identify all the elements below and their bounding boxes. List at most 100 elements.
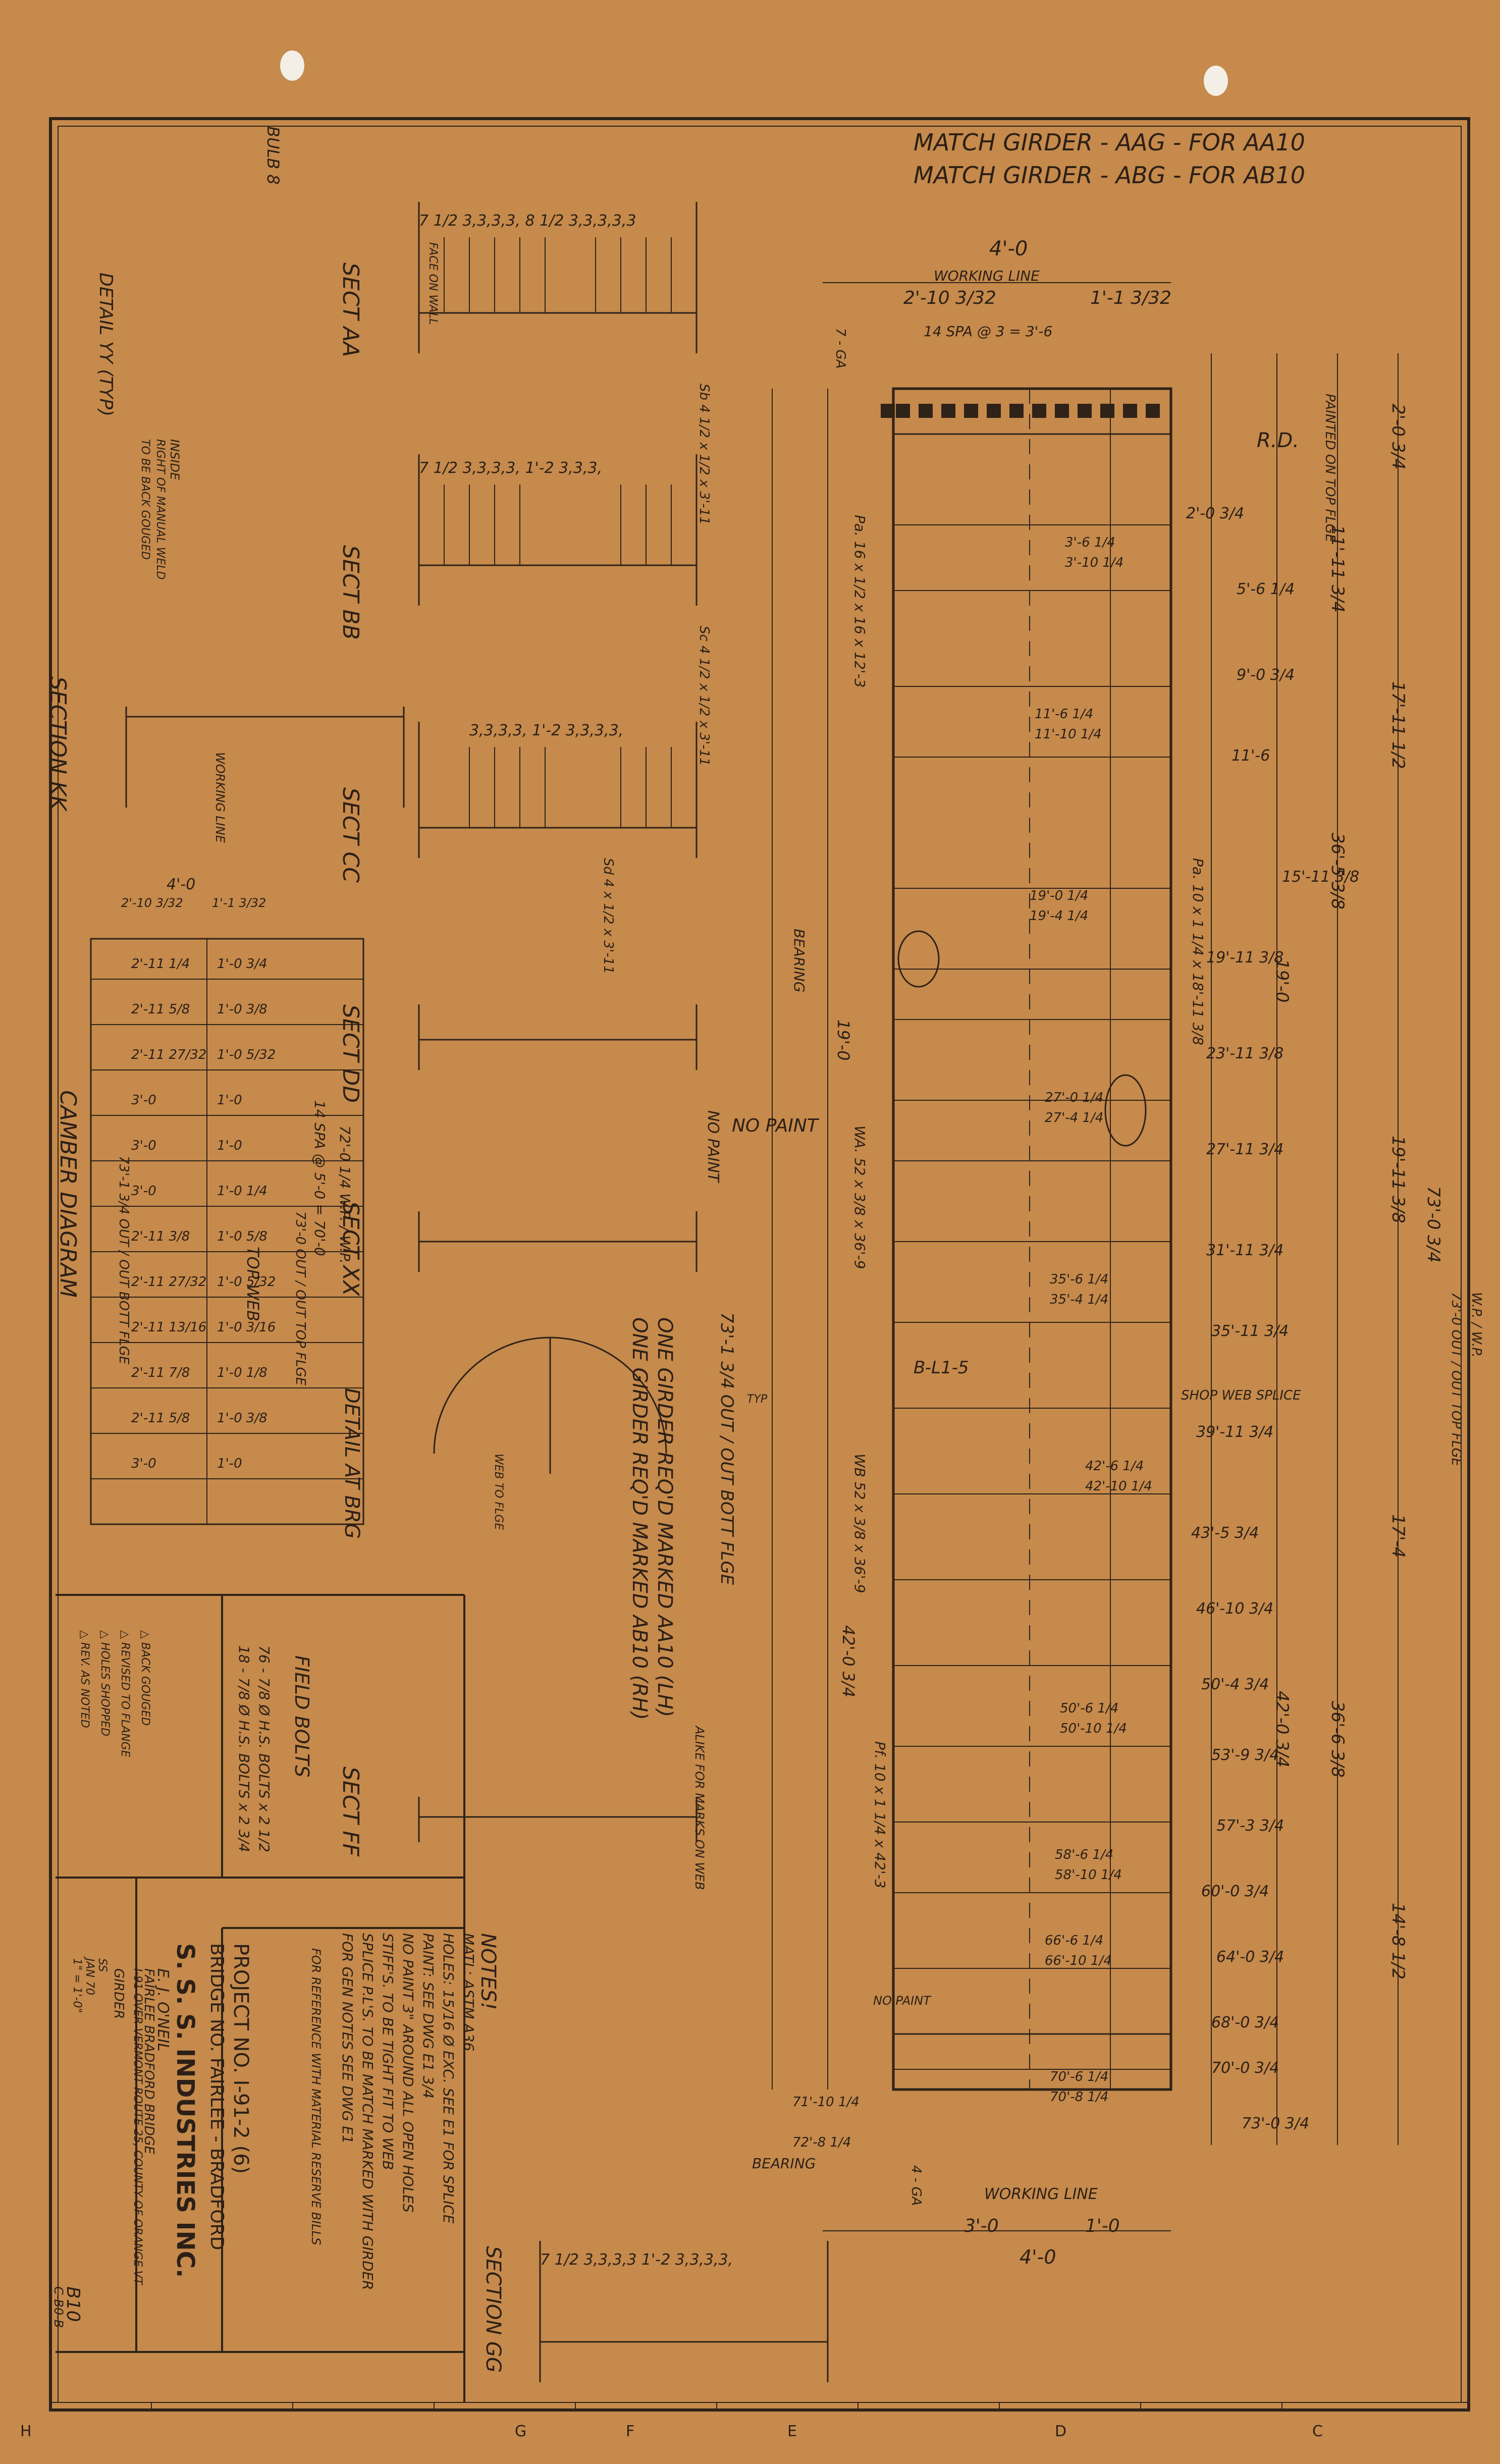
match-girder-line-2: MATCH GIRDER - ABG - FOR AB10	[914, 162, 1306, 189]
camber-row-left: 2'-11 3/8	[131, 1229, 190, 1244]
section-bb-dims: 7 1/2 3,3,3,3, 1'-2 3,3,3,	[419, 459, 603, 477]
station-label: 15'-11 3/8	[1282, 868, 1360, 886]
stiffener-mark: 19'-4 1/4	[1030, 908, 1089, 924]
section-gg-title: SECTION GG	[481, 2246, 505, 2373]
camber-dim-wp: 72'-0 1/4 W.P. / W.P.	[337, 1126, 353, 1264]
dwg-no: B10	[63, 2286, 83, 2322]
plan-bottom-total: 4'-0	[1020, 2246, 1056, 2268]
notes-title: NOTES!	[476, 1933, 500, 2010]
left-dim: 19'-0	[834, 1020, 853, 1061]
station-label: 50'-4 3/4	[1201, 1676, 1269, 1693]
left-dim: 42'-0 3/4	[839, 1625, 858, 1698]
kk-working-line: WORKING LINE	[213, 752, 227, 843]
web-flge-note: WEB TO FLGE	[492, 1454, 505, 1530]
detail-yy-title: DETAIL YY (TYP)	[95, 273, 116, 417]
match-girder-line-1: MATCH GIRDER - AAG - FOR AA10	[914, 129, 1305, 156]
notes-line: PAINT: SEE DWG E1 3/4	[420, 1933, 437, 2099]
plan-spa-note: 14 SPA @ 3 = 3'-6	[924, 323, 1053, 340]
location: I-91 OVER VERMONT ROUTE 25, COUNTY OF OR…	[131, 1968, 144, 2285]
station-label: 70'-0 3/4	[1211, 2059, 1279, 2077]
station-label: 23'-11 3/8	[1206, 1045, 1284, 1062]
revision-entry: △ HOLES SHOPPED	[98, 1630, 111, 1737]
right-dim: 36'-6 3/8	[1327, 1701, 1348, 1778]
camber-row-left: 3'-0	[131, 1456, 156, 1471]
right-dim: 73'-0 3/4	[1423, 1186, 1443, 1263]
plan-bottom-working-line: WORKING LINE	[984, 2185, 1098, 2203]
section-cc-dims: 3,3,3,3, 1'-2 3,3,3,3,	[469, 722, 624, 739]
border-mark: F	[626, 2423, 635, 2440]
camber-top-web: TOP WEB	[243, 1247, 262, 1322]
date: JAN 70	[83, 1958, 96, 1995]
notes-line: HOLES: 15/16 Ø EXC. SEE E1 FOR SPLICE	[440, 1933, 457, 2224]
stiffener-mark: 19'-0 1/4	[1030, 888, 1089, 903]
stiffener-mark: 58'-6 1/4	[1055, 1847, 1114, 1862]
camber-title: CAMBER DIAGRAM	[55, 1090, 81, 1298]
station-label: 11'-6	[1231, 747, 1270, 765]
stiffener-mark: 35'-4 1/4	[1050, 1292, 1109, 1307]
stiffener-mark: 42'-6 1/4	[1085, 1459, 1144, 1474]
camber-row-left: 2'-11 5/8	[131, 1411, 190, 1426]
section-gg-dims: 7 1/2 3,3,3,3 1'-2 3,3,3,3,	[540, 2251, 733, 2269]
plate-callout: Pa. 16 x 1/2 x 16 x 12'-3	[851, 515, 868, 688]
stiffener-mark: 42'-10 1/4	[1085, 1479, 1152, 1494]
sd-callout: Sd 4 x 1/2 x 3'-11	[601, 858, 616, 974]
section-kk-title: SECTION KK	[45, 676, 71, 811]
stiffener-mark: 66'-6 1/4	[1045, 1933, 1104, 1948]
camber-row-left: 2'-11 13/16	[131, 1320, 207, 1335]
stiffener-mark: 27'-4 1/4	[1045, 1110, 1104, 1126]
station-label: 39'-11 3/4	[1196, 1423, 1274, 1441]
sheet-border	[49, 117, 1470, 2412]
camber-width: 4'-0	[167, 876, 196, 893]
stiffener-mark: 11'-10 1/4	[1035, 727, 1102, 742]
camber-dim-top-flge: 73'-0 OUT / OUT TOP FLGE	[293, 1211, 308, 1386]
camber-row-left: 3'-0	[131, 1138, 156, 1153]
station-label: 46'-10 3/4	[1196, 1600, 1274, 1618]
inside-note-2: RIGHT OF MANUAL WELD	[154, 439, 167, 580]
bridge-no: BRIDGE NO. FAIRLEE - BRADFORD	[206, 1943, 227, 2251]
notes-line: STIFF'S. TO BE TIGHT FIT TO WEB	[380, 1933, 396, 2170]
station-label: 68'-0 3/4	[1211, 2014, 1279, 2031]
plan-top-dim-1: 2'-10 3/32	[903, 288, 996, 308]
border-mark: E	[787, 2423, 797, 2440]
customer: E. J. O'NEIL	[154, 1968, 172, 2052]
station-label: 5'-6 1/4	[1237, 580, 1295, 598]
camber-top-dim-1: 2'-10 3/32	[121, 896, 183, 910]
station-label: 53'-9 3/4	[1211, 1746, 1279, 1764]
girder-mark-2: ONE GIRDER REQ'D MARKED AB10 (RH)	[628, 1317, 651, 1720]
left-dim: 71'-10 1/4	[792, 2095, 860, 2110]
station-label: 27'-11 3/4	[1206, 1141, 1284, 1158]
plate-callout: WB 52 x 3/8 x 36'-9	[851, 1454, 868, 1593]
station-label: 35'-11 3/4	[1211, 1322, 1289, 1340]
bulb-label: BULB 8	[263, 126, 283, 185]
stiffener-mark: 3'-6 1/4	[1065, 535, 1115, 550]
plan-overall-width: 4'-0	[989, 237, 1028, 260]
left-dim: 73'-1 3/4 OUT / OUT BOTT FLGE	[717, 1312, 737, 1585]
notes-line: MATL: ASTM A36	[460, 1933, 477, 2052]
station-label: 64'-0 3/4	[1216, 1948, 1284, 1966]
plate-callout: Pf. 10 x 1 1/4 x 42'-3	[872, 1741, 888, 1889]
sheet-no: C-B0-B	[51, 2286, 66, 2328]
section-aa-dims: 7 1/2 3,3,3,3, 8 1/2 3,3,3,3,3	[419, 212, 636, 230]
revision-entry: △ BACK GOUGED	[139, 1630, 151, 1726]
punch-hole-right	[1204, 66, 1228, 96]
camber-row-left: 3'-0	[131, 1093, 156, 1108]
section-cc-title: SECT CC	[338, 787, 363, 883]
plan-bottom-dim-2: 1'-0	[1085, 2216, 1120, 2236]
girder-mark-1: ONE GIRDER REQ'D MARKED AA10 (LH)	[653, 1317, 676, 1718]
plan-shop-web-splice: SHOP WEB SPLICE	[1181, 1388, 1301, 1403]
station-label: 57'-3 3/4	[1216, 1817, 1284, 1835]
border-mark: D	[1055, 2423, 1067, 2440]
plate-callout: WA. 52 x 3/8 x 36'-9	[851, 1126, 868, 1269]
station-label: 43'-5 3/4	[1191, 1524, 1259, 1542]
right-dim: 11'-11 3/4	[1327, 525, 1348, 613]
camber-row-right: 1'-0 1/8	[217, 1365, 267, 1380]
project-no: PROJECT NO. I-91-2 (6)	[229, 1943, 252, 2174]
plan-bottom-dim-1: 3'-0	[964, 2216, 999, 2236]
revision-entry: △ REVISED TO FLANGE	[119, 1630, 131, 1757]
camber-row-right: 1'-0	[217, 1456, 242, 1471]
field-bolts-line-2: 18 - 7/8 Ø H.S. BOLTS x 2 3/4	[236, 1645, 252, 1852]
right-dim: 17'-11 1/2	[1388, 681, 1408, 769]
camber-box	[90, 938, 364, 1525]
sections-no-paint: NO PAINT	[704, 1110, 722, 1183]
right-label: 73'-0 OUT / OUT TOP FLGE	[1449, 1292, 1464, 1467]
